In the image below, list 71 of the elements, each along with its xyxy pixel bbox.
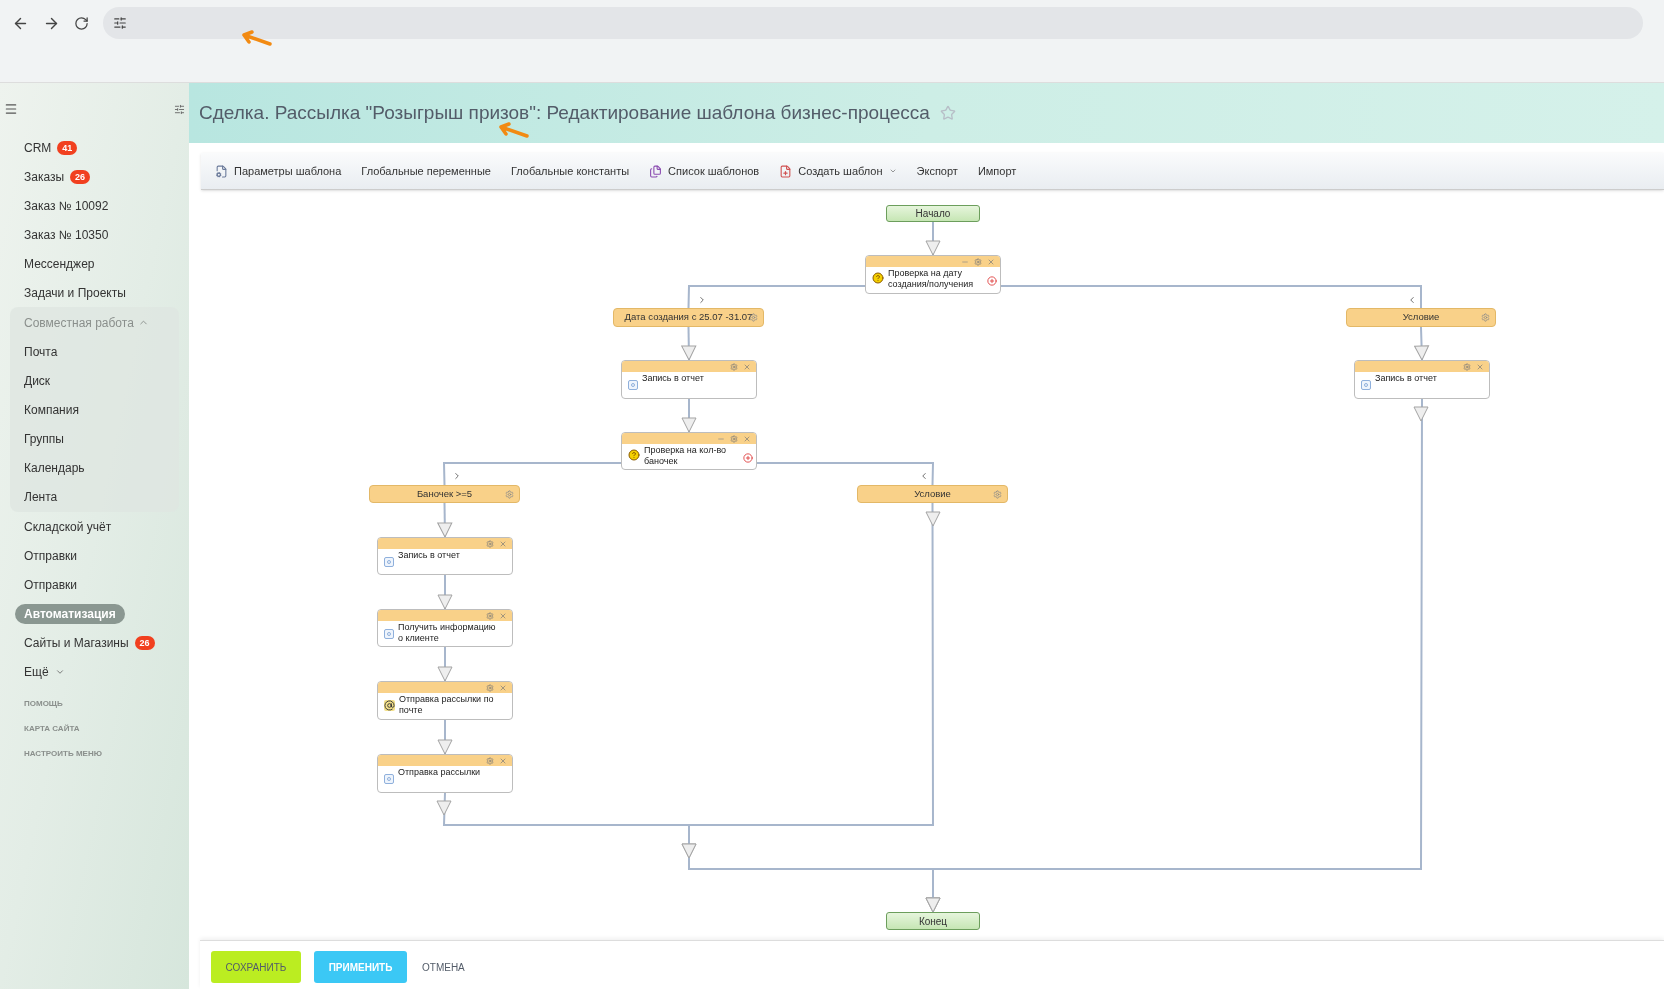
count-badge: 26 [70, 169, 91, 184]
toolbar-item: Параметры шаблона [234, 163, 342, 179]
footer-link: НАСТРОИТЬ МЕНЮ [24, 748, 103, 760]
menu-item: Отправки [24, 576, 77, 594]
activity-block [377, 537, 513, 575]
menu-item: Отправки [24, 547, 77, 565]
menu-item: Сайты и Магазины [24, 634, 129, 652]
toolbar-item: Глобальные переменные [361, 163, 491, 179]
menu-item: Складской учёт [24, 518, 112, 536]
activity-block [377, 754, 513, 793]
footer-link: ПОМОЩЬ [24, 698, 64, 710]
connector [1414, 326, 1430, 361]
terminal-box: Начало [886, 205, 980, 222]
activity-block [377, 609, 513, 647]
block-text: Запись в отчет [642, 373, 704, 384]
condition-block [621, 432, 757, 470]
activity-block [377, 681, 513, 720]
footer-link: КАРТА САЙТА [24, 723, 81, 735]
condition-block [865, 255, 1001, 294]
connector [925, 221, 941, 256]
active-menu-item: Автоматизация [15, 603, 125, 624]
menu-item: Заказ № 10092 [24, 197, 109, 215]
save-button: СОХРАНИТЬ [211, 951, 301, 983]
toolbar-item: Список шаблонов [668, 163, 760, 179]
toolbar-item: Создать шаблон [798, 163, 883, 179]
activity-block [1354, 360, 1490, 399]
cancel-button: ОТМЕНА [420, 951, 467, 983]
page-title: Сделка. Рассылка "Розыгрыш призов": Редактирование шаблона бизнес-процесса [199, 101, 930, 125]
menu-group-title: Совместная работа [24, 314, 134, 332]
toolbar-item: Глобальные константы [510, 163, 630, 179]
branch-bar: Условие [1346, 308, 1496, 327]
menu-item: Диск [24, 372, 51, 390]
branch-bar: Баночек >=5 [369, 485, 520, 503]
block-text: Запись в отчет [398, 550, 460, 561]
menu-item: Почта [24, 343, 58, 361]
connector [687, 285, 866, 309]
connector [681, 398, 697, 433]
menu-item: Группы [24, 430, 64, 448]
connector [442, 462, 622, 486]
terminal-box: Конец [886, 912, 980, 930]
connector [437, 574, 453, 610]
connector [681, 326, 697, 361]
activity-block [621, 360, 757, 399]
block-text: Проверка на кол-во баночек [644, 445, 728, 467]
block-text: Отправка рассылки [398, 767, 481, 778]
connector [1000, 285, 1422, 309]
connector [925, 398, 1429, 913]
connector [756, 462, 935, 486]
menu-item: CRM [24, 139, 52, 157]
menu-item: Лента [24, 488, 58, 506]
block-text: Отправка рассылки по почте [399, 694, 495, 716]
menu-item: Ещё [24, 663, 49, 681]
block-text: Проверка на дату создания/получения [888, 268, 975, 290]
block-text: Запись в отчет [1375, 373, 1437, 384]
toolbar-item: Импорт [977, 163, 1017, 179]
menu-item: Заказ № 10350 [24, 226, 109, 244]
count-badge: 41 [57, 140, 78, 155]
menu-item: Задачи и Проекты [24, 284, 126, 302]
apply-button: ПРИМЕНИТЬ [314, 951, 407, 983]
menu-item: Компания [24, 401, 79, 419]
branch-bar: Условие [857, 485, 1008, 503]
connector [437, 646, 453, 682]
connector [437, 502, 453, 538]
menu-item: Мессенджер [24, 255, 95, 273]
menu-item: Календарь [24, 459, 85, 477]
menu-item: Заказы [24, 168, 65, 186]
branch-bar: Дата создания с 25.07 -31.07 [613, 308, 764, 327]
connector [437, 719, 453, 755]
toolbar-item: Экспорт [916, 163, 958, 179]
block-text: Получить информацию о клиенте [398, 622, 496, 644]
count-badge: 26 [134, 635, 155, 650]
